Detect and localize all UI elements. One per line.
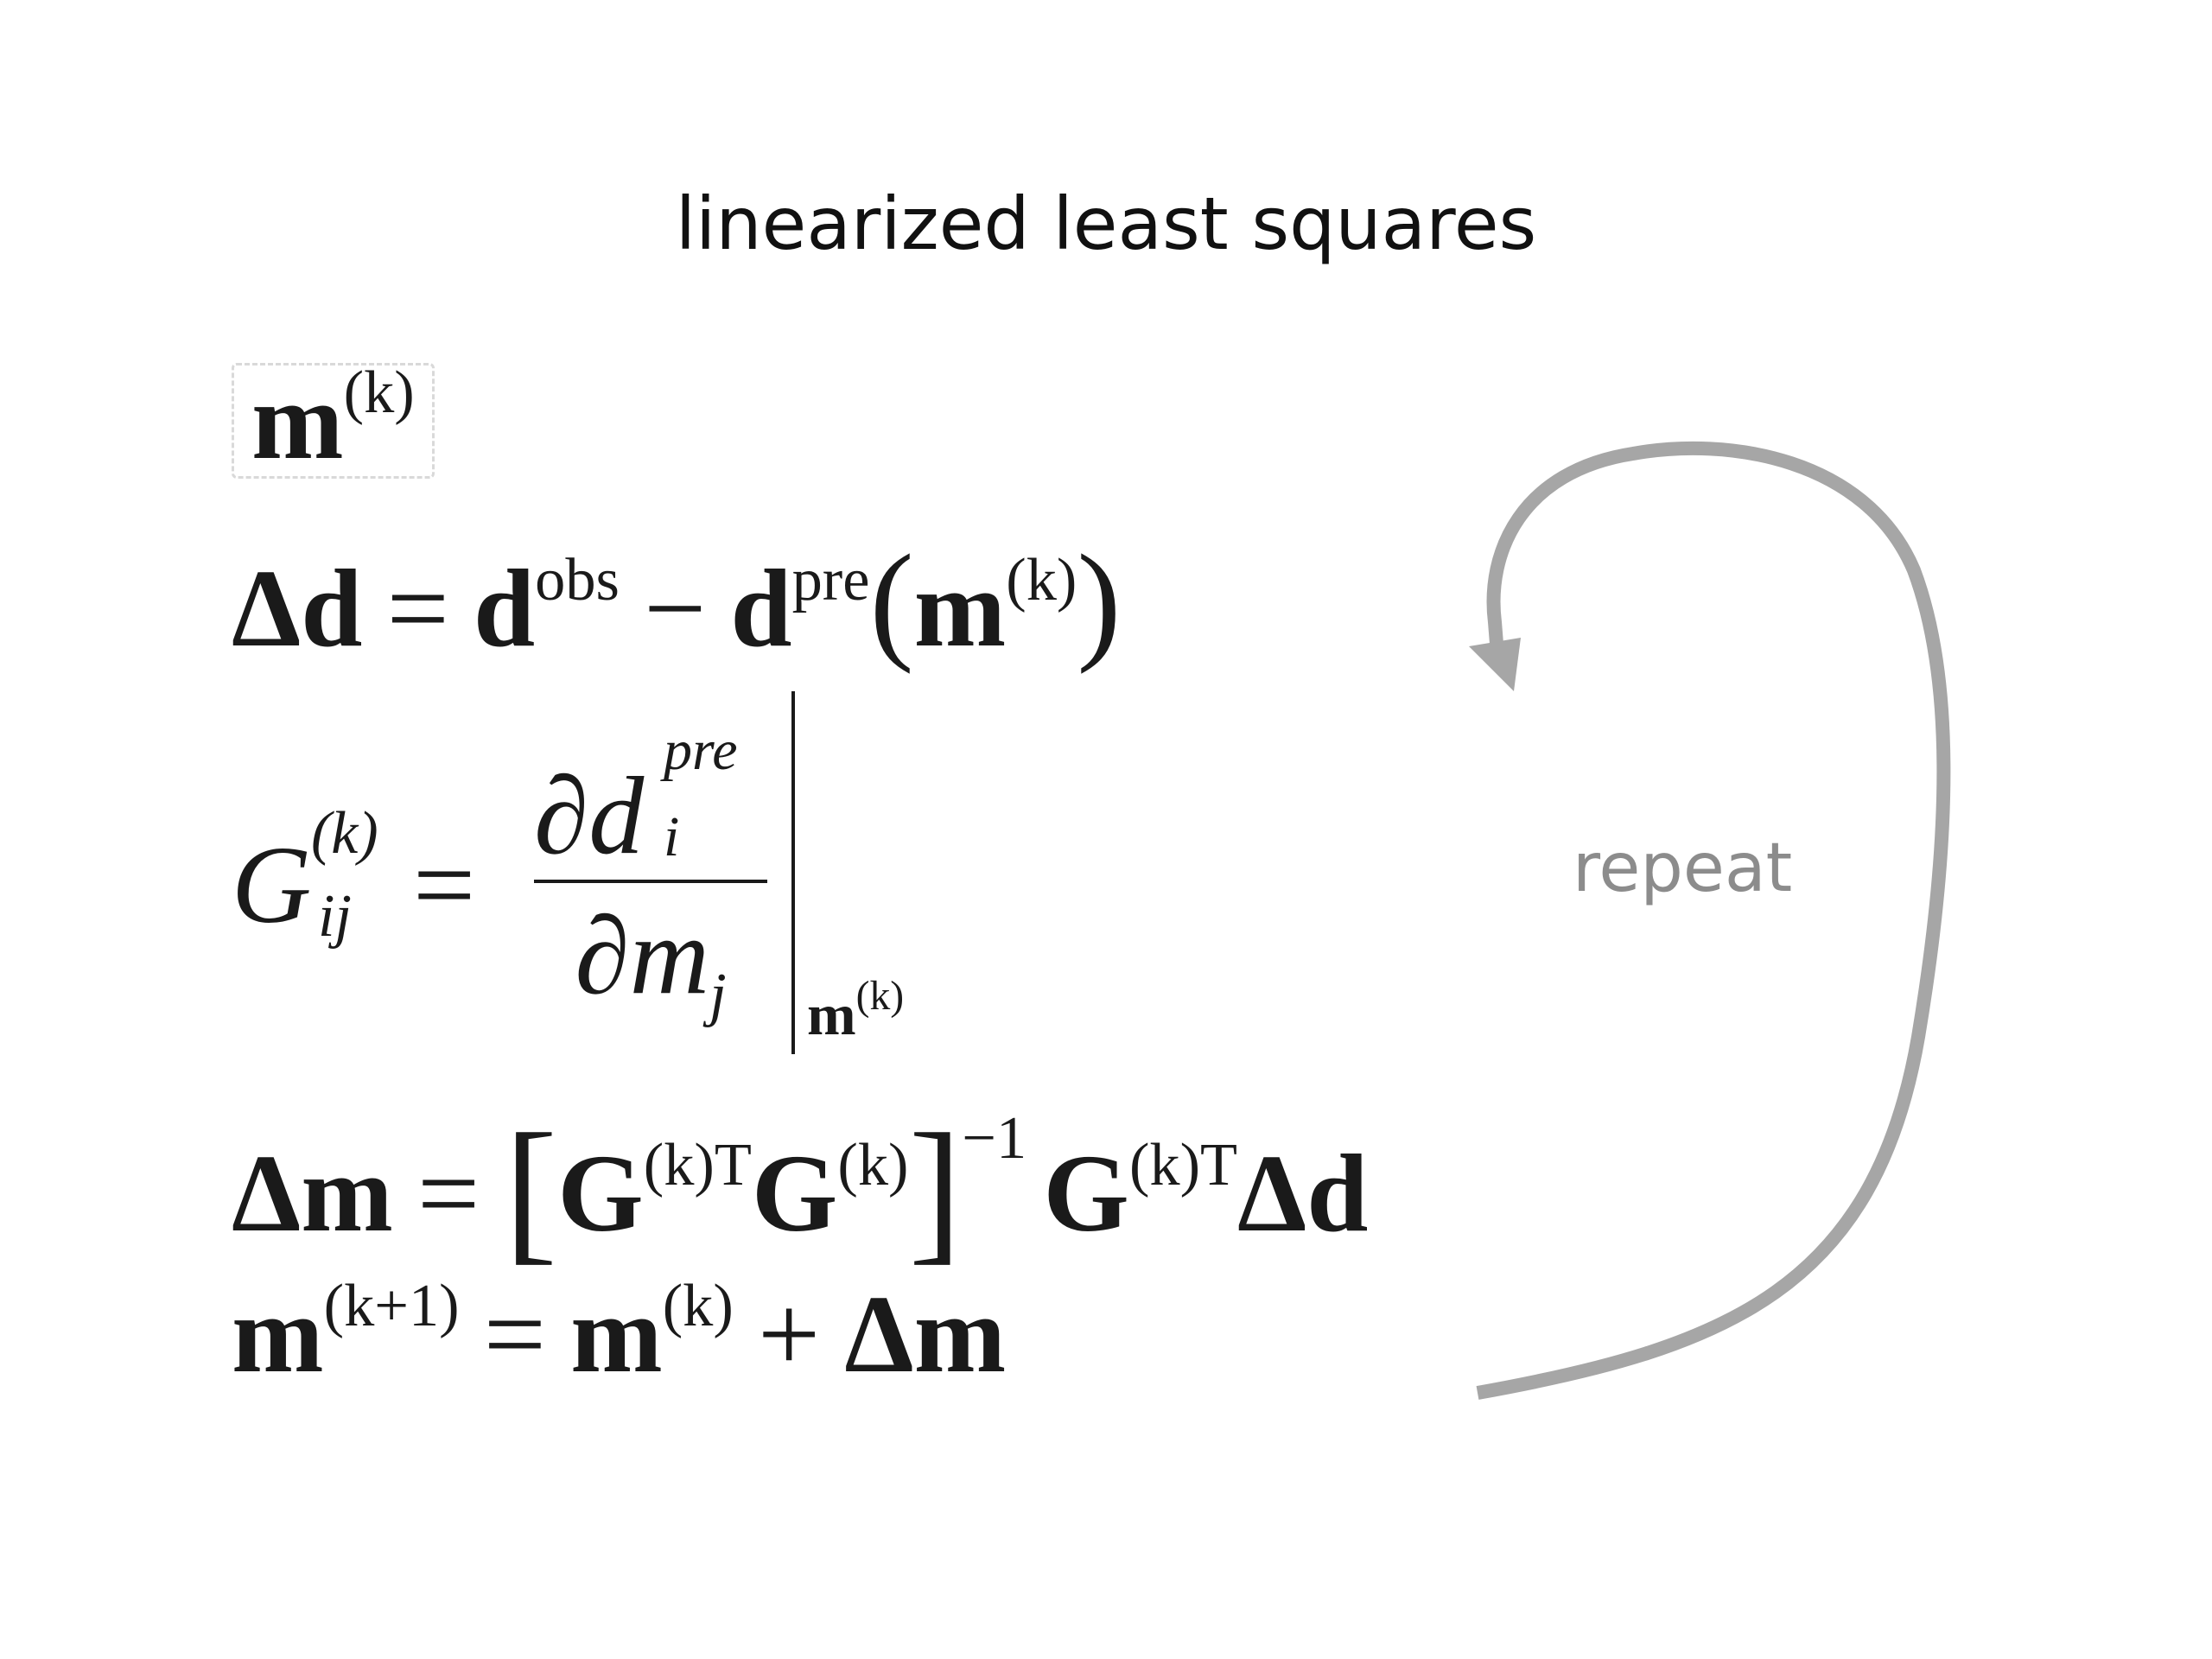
- superscript-inverse: −1: [962, 1103, 1027, 1172]
- superscript-k: (k): [837, 1131, 909, 1199]
- fraction-bar: [534, 880, 767, 883]
- symbol-delta-m: Δm: [844, 1273, 1007, 1395]
- fraction-denominator: ∂mj: [534, 900, 767, 1025]
- subscript-j: j: [709, 960, 727, 1028]
- superscript-k: (k): [662, 1272, 734, 1340]
- equals-sign: =: [483, 1273, 546, 1395]
- partial-m: ∂m: [575, 894, 710, 1017]
- superscript-pre: pre: [791, 546, 870, 614]
- symbol-G: G: [751, 1132, 838, 1255]
- symbol-d-pre: d: [730, 547, 792, 670]
- evaluation-point: m(k): [807, 974, 905, 1047]
- equals-sign: =: [417, 1132, 480, 1255]
- symbol-delta-d: Δd: [1237, 1132, 1369, 1255]
- superscript-k-plus-1: (k+1): [323, 1272, 460, 1340]
- symbol-G: G: [1043, 1132, 1129, 1255]
- superscript-k: (k): [343, 359, 415, 427]
- minus-sign: −: [644, 547, 707, 670]
- subscript-ij: ij: [318, 883, 352, 950]
- superscript-kT: (k)T: [1128, 1131, 1238, 1199]
- right-bracket: ]: [908, 1101, 963, 1279]
- subscript-i: i: [664, 805, 680, 868]
- symbol-m: m: [913, 547, 1007, 670]
- repeat-label: repeat: [1573, 830, 1793, 907]
- left-paren: (: [869, 528, 914, 675]
- symbol-delta-m: Δm: [232, 1132, 393, 1255]
- superscript-kT: (k)T: [643, 1131, 752, 1199]
- superscript-pre: pre: [664, 719, 738, 782]
- partial-d: ∂d: [534, 754, 645, 877]
- slide-title: linearized least squares: [675, 181, 1537, 266]
- equals-sign: =: [413, 823, 476, 946]
- symbol-m: m: [232, 1273, 324, 1395]
- fraction-numerator: ∂d pre i: [534, 722, 767, 877]
- loop-arrow-path: [1476, 441, 1951, 1400]
- symbol-delta-d: Δd: [232, 547, 363, 670]
- equals-sign: =: [386, 547, 449, 670]
- plus-sign: +: [757, 1273, 821, 1395]
- symbol-m: m: [570, 1273, 663, 1395]
- jacobian-lhs: G (k) ij =: [232, 804, 475, 947]
- symbol-m: m: [251, 359, 344, 482]
- symbol-G: G: [557, 1132, 644, 1255]
- equation-iteration: m(k+1)=m(k)+Δm: [232, 1275, 1006, 1389]
- superscript-k: (k): [1006, 546, 1077, 614]
- superscript-obs: obs: [535, 546, 620, 614]
- symbol-G: G: [232, 823, 312, 946]
- symbol-d-obs: d: [473, 547, 536, 670]
- partial-derivative-fraction: ∂d pre i ∂mj: [534, 722, 767, 1025]
- right-paren: ): [1077, 528, 1122, 675]
- equation-initial-model: m(k): [232, 362, 435, 479]
- loop-arrowhead: [1469, 638, 1521, 691]
- equation-data-residual: Δd=dobs−dpre(m(k)): [232, 535, 1122, 670]
- evaluation-bar: [791, 691, 795, 1054]
- superscript-k: (k): [311, 800, 378, 867]
- left-bracket: [: [504, 1101, 558, 1279]
